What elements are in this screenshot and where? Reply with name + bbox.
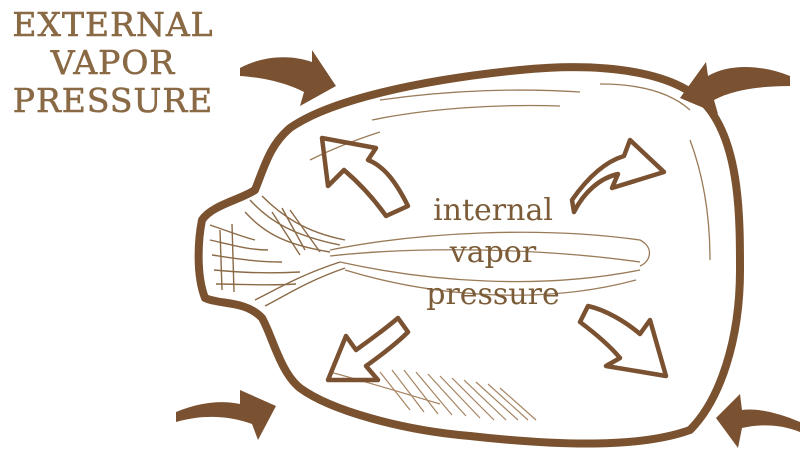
root-sketch (210, 196, 345, 306)
outline-arrow-down-left-icon (328, 318, 408, 380)
external-label-line1: EXTERNAL (4, 6, 222, 44)
curved-arrow-bottom-left-icon (176, 390, 276, 440)
curved-arrow-top-left-icon (240, 50, 336, 106)
internal-label-line3: pressure (388, 274, 598, 316)
internal-vapor-pressure-label: internal vapor pressure (388, 190, 598, 316)
internal-label-line1: internal (388, 190, 598, 232)
external-label-line3: PRESSURE (4, 82, 222, 120)
outline-arrow-down-right-icon (580, 306, 666, 376)
external-label-line2: VAPOR (4, 44, 222, 82)
curved-arrow-top-right-icon (680, 62, 790, 114)
internal-label-line2: vapor (388, 232, 598, 274)
curved-arrow-bottom-right-icon (716, 394, 800, 448)
external-vapor-pressure-label: EXTERNAL VAPOR PRESSURE (4, 6, 222, 120)
